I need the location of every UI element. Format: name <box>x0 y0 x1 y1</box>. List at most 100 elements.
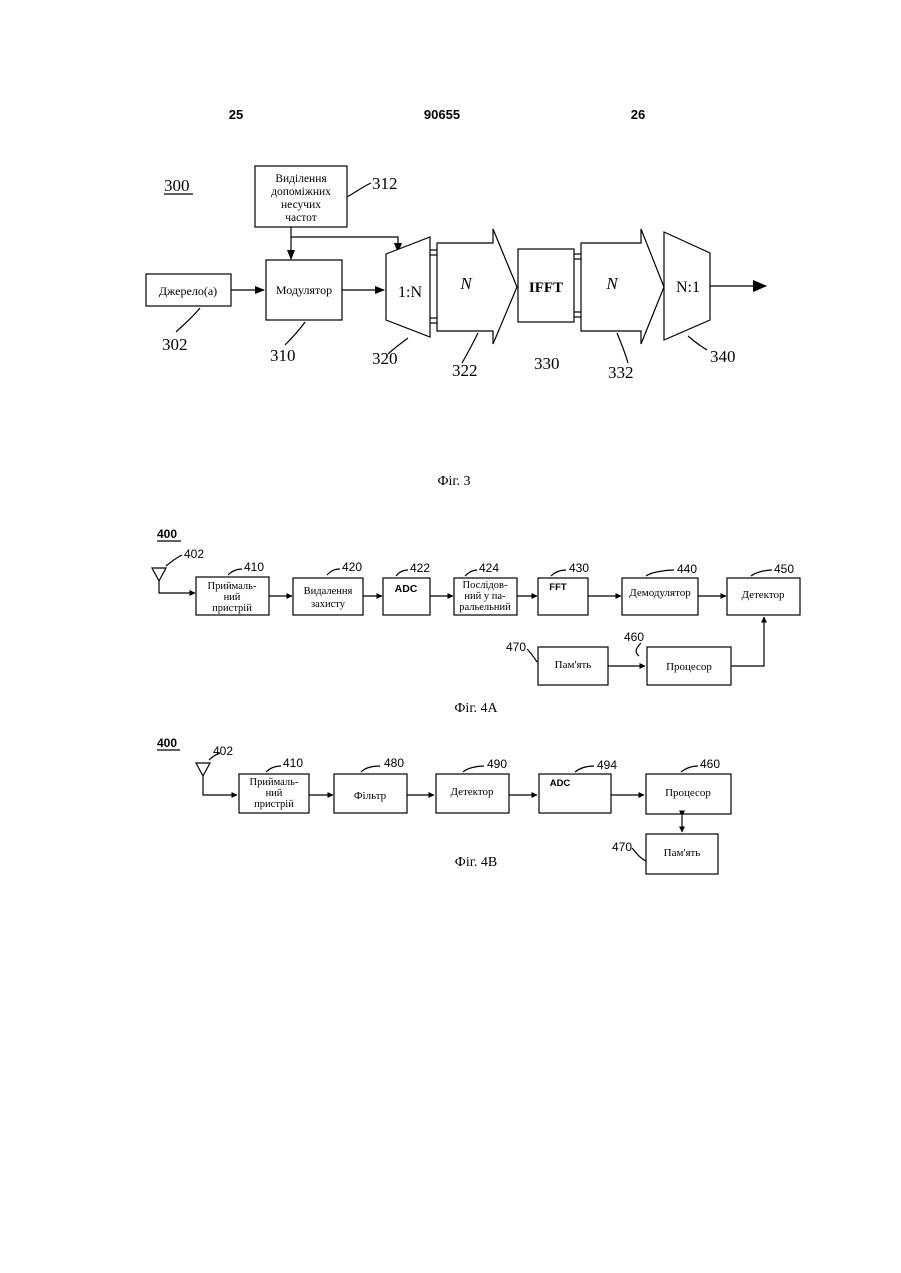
leader-302 <box>176 308 200 332</box>
fig4b-id: 400 <box>157 736 177 750</box>
filter-label: Фільтр <box>354 790 387 802</box>
n1-label: N <box>459 274 473 293</box>
ref-322: 322 <box>452 361 478 380</box>
wide-arrow-322 <box>437 229 517 344</box>
leader-312 <box>347 183 371 197</box>
ref-312: 312 <box>372 174 398 193</box>
leader-430 <box>551 570 566 576</box>
figure-3: 300 Виділення допоміжних несучих частот … <box>146 166 766 489</box>
adc-label: ADC <box>550 778 571 789</box>
leader-410b <box>266 766 281 772</box>
ref-410b: 410 <box>283 756 303 770</box>
leader-470 <box>527 649 537 662</box>
leader-322 <box>462 333 478 363</box>
leader-402 <box>166 555 182 566</box>
leader-424 <box>465 570 477 576</box>
leader-340 <box>688 336 707 350</box>
guard-line-2: захисту <box>311 599 346 610</box>
leader-470b <box>632 848 646 861</box>
ref-450: 450 <box>774 562 794 576</box>
ref-410: 410 <box>244 560 264 574</box>
ref-470b: 470 <box>612 840 632 854</box>
figure-4b: 400 402 Приймаль- ний пристрій 410 Фільт… <box>157 736 731 874</box>
ps-label: N:1 <box>676 279 700 296</box>
source-label: Джерело(а) <box>159 284 217 298</box>
ref-332: 332 <box>608 363 634 382</box>
ifft-label: IFFT <box>529 280 563 296</box>
fft-label: FFT <box>549 582 567 593</box>
receiver-line-1: Приймаль- <box>250 777 299 788</box>
ref-402: 402 <box>184 547 204 561</box>
leader-410 <box>228 569 242 575</box>
sp-line-1: Послідов- <box>463 580 508 591</box>
sp-line-2: ний у па- <box>464 591 506 602</box>
arrow-pilot-to-sp <box>291 237 398 252</box>
leader-480 <box>361 766 380 772</box>
ref-460: 460 <box>624 630 644 644</box>
leader-450 <box>751 570 772 576</box>
pilot-line-3: несучих <box>281 199 321 211</box>
fig3-id: 300 <box>164 176 190 195</box>
ref-430: 430 <box>569 561 589 575</box>
modulator-label: Модулятор <box>276 283 332 297</box>
leader-422 <box>396 570 408 576</box>
receiver-line-3: пристрій <box>254 799 294 810</box>
receiver-line-2: ний <box>266 788 283 799</box>
fig4a-id: 400 <box>157 527 177 541</box>
demodulator-label: Демодулятор <box>629 587 691 599</box>
fig4a-caption: Фіг. 4А <box>454 701 498 716</box>
ref-494: 494 <box>597 758 617 772</box>
page-number-left: 25 <box>229 107 243 122</box>
ref-470: 470 <box>506 640 526 654</box>
arrow-antenna-to-receiver <box>159 581 195 593</box>
processor-label: Процесор <box>666 661 712 673</box>
ref-320: 320 <box>372 349 398 368</box>
ref-490: 490 <box>487 757 507 771</box>
receiver-line-3: пристрій <box>212 603 252 614</box>
leader-460b <box>681 766 698 772</box>
processor-label: Процесор <box>665 787 711 799</box>
ref-330: 330 <box>534 354 560 373</box>
arrow-antenna-to-receiver <box>203 776 237 795</box>
adc-label: ADC <box>395 583 418 595</box>
leader-460 <box>636 643 641 656</box>
pilot-line-2: допоміжних <box>271 186 331 198</box>
antenna-icon <box>152 568 166 581</box>
ref-424: 424 <box>479 561 499 575</box>
ref-420: 420 <box>342 560 362 574</box>
ref-310: 310 <box>270 346 296 365</box>
guard-line-1: Видалення <box>304 586 353 597</box>
leader-440 <box>646 570 674 576</box>
figure-4a: 400 402 Приймаль- ний пристрій 410 Видал… <box>152 527 800 716</box>
leader-420 <box>327 569 340 575</box>
ref-302: 302 <box>162 335 188 354</box>
leader-490 <box>463 766 484 772</box>
detector-label: Детектор <box>741 589 785 601</box>
pilot-line-1: Виділення <box>275 173 327 185</box>
antenna-icon <box>196 763 210 776</box>
leader-332 <box>617 333 628 363</box>
ref-460b: 460 <box>700 757 720 771</box>
detector-label: Детектор <box>450 786 494 798</box>
sp-label: 1:N <box>398 284 422 301</box>
patent-number: 90655 <box>424 107 460 122</box>
ref-402b: 402 <box>213 744 233 758</box>
memory-label: Пам'ять <box>555 659 592 671</box>
ref-422: 422 <box>410 561 430 575</box>
ref-440: 440 <box>677 562 697 576</box>
n2-label: N <box>605 274 619 293</box>
link-detector-processor <box>732 617 764 666</box>
page-number-right: 26 <box>631 107 645 122</box>
ref-340: 340 <box>710 347 736 366</box>
fig3-caption: Фіг. 3 <box>437 474 470 489</box>
leader-494 <box>575 766 594 772</box>
leader-310 <box>285 322 305 345</box>
memory-label: Пам'ять <box>664 847 701 859</box>
fig4b-caption: Фіг. 4В <box>455 855 497 870</box>
receiver-line-2: ний <box>224 592 241 603</box>
pilot-line-4: частот <box>285 212 317 224</box>
ref-480: 480 <box>384 756 404 770</box>
wide-arrow-332 <box>581 229 664 344</box>
